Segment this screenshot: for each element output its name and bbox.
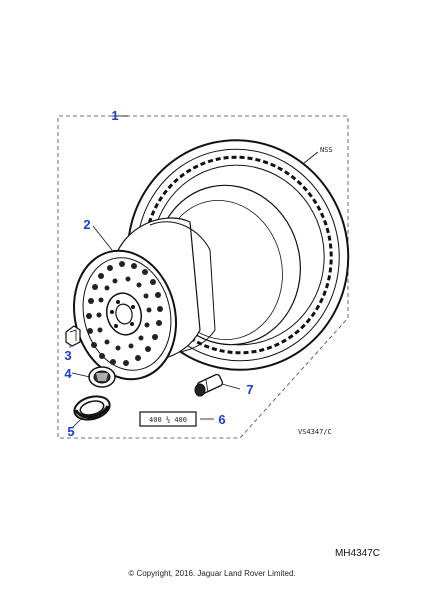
wheel-nut (65, 325, 81, 347)
callout-4: 4 (64, 366, 72, 381)
callout-7: 7 (246, 382, 253, 397)
tyre-valve (194, 373, 224, 397)
callout-5: 5 (67, 424, 74, 439)
pressure-label-text: 400 ½ 400 (149, 416, 187, 424)
callout-3: 3 (64, 348, 71, 363)
assembly-boundary (57, 115, 126, 439)
wheel-holes (86, 261, 163, 366)
callout-2: 2 (83, 217, 90, 232)
leader-lines (69, 115, 319, 429)
alloy-wheel (73, 249, 177, 381)
centre-badge (88, 366, 116, 388)
retaining-ring (73, 395, 111, 421)
tyre-code-label: NSS (320, 146, 333, 154)
callout-6: 6 (218, 412, 225, 427)
pressure-label-plate: 400 ½ 400 (139, 411, 197, 427)
inner-reference-label: VS4347/C (298, 428, 332, 436)
callout-1: 1 (111, 108, 118, 123)
diagram-reference-code: MH4347C (335, 548, 380, 559)
assembly-boundary-right (126, 115, 349, 439)
copyright-notice: © Copyright, 2016. Jaguar Land Rover Lim… (128, 569, 295, 578)
